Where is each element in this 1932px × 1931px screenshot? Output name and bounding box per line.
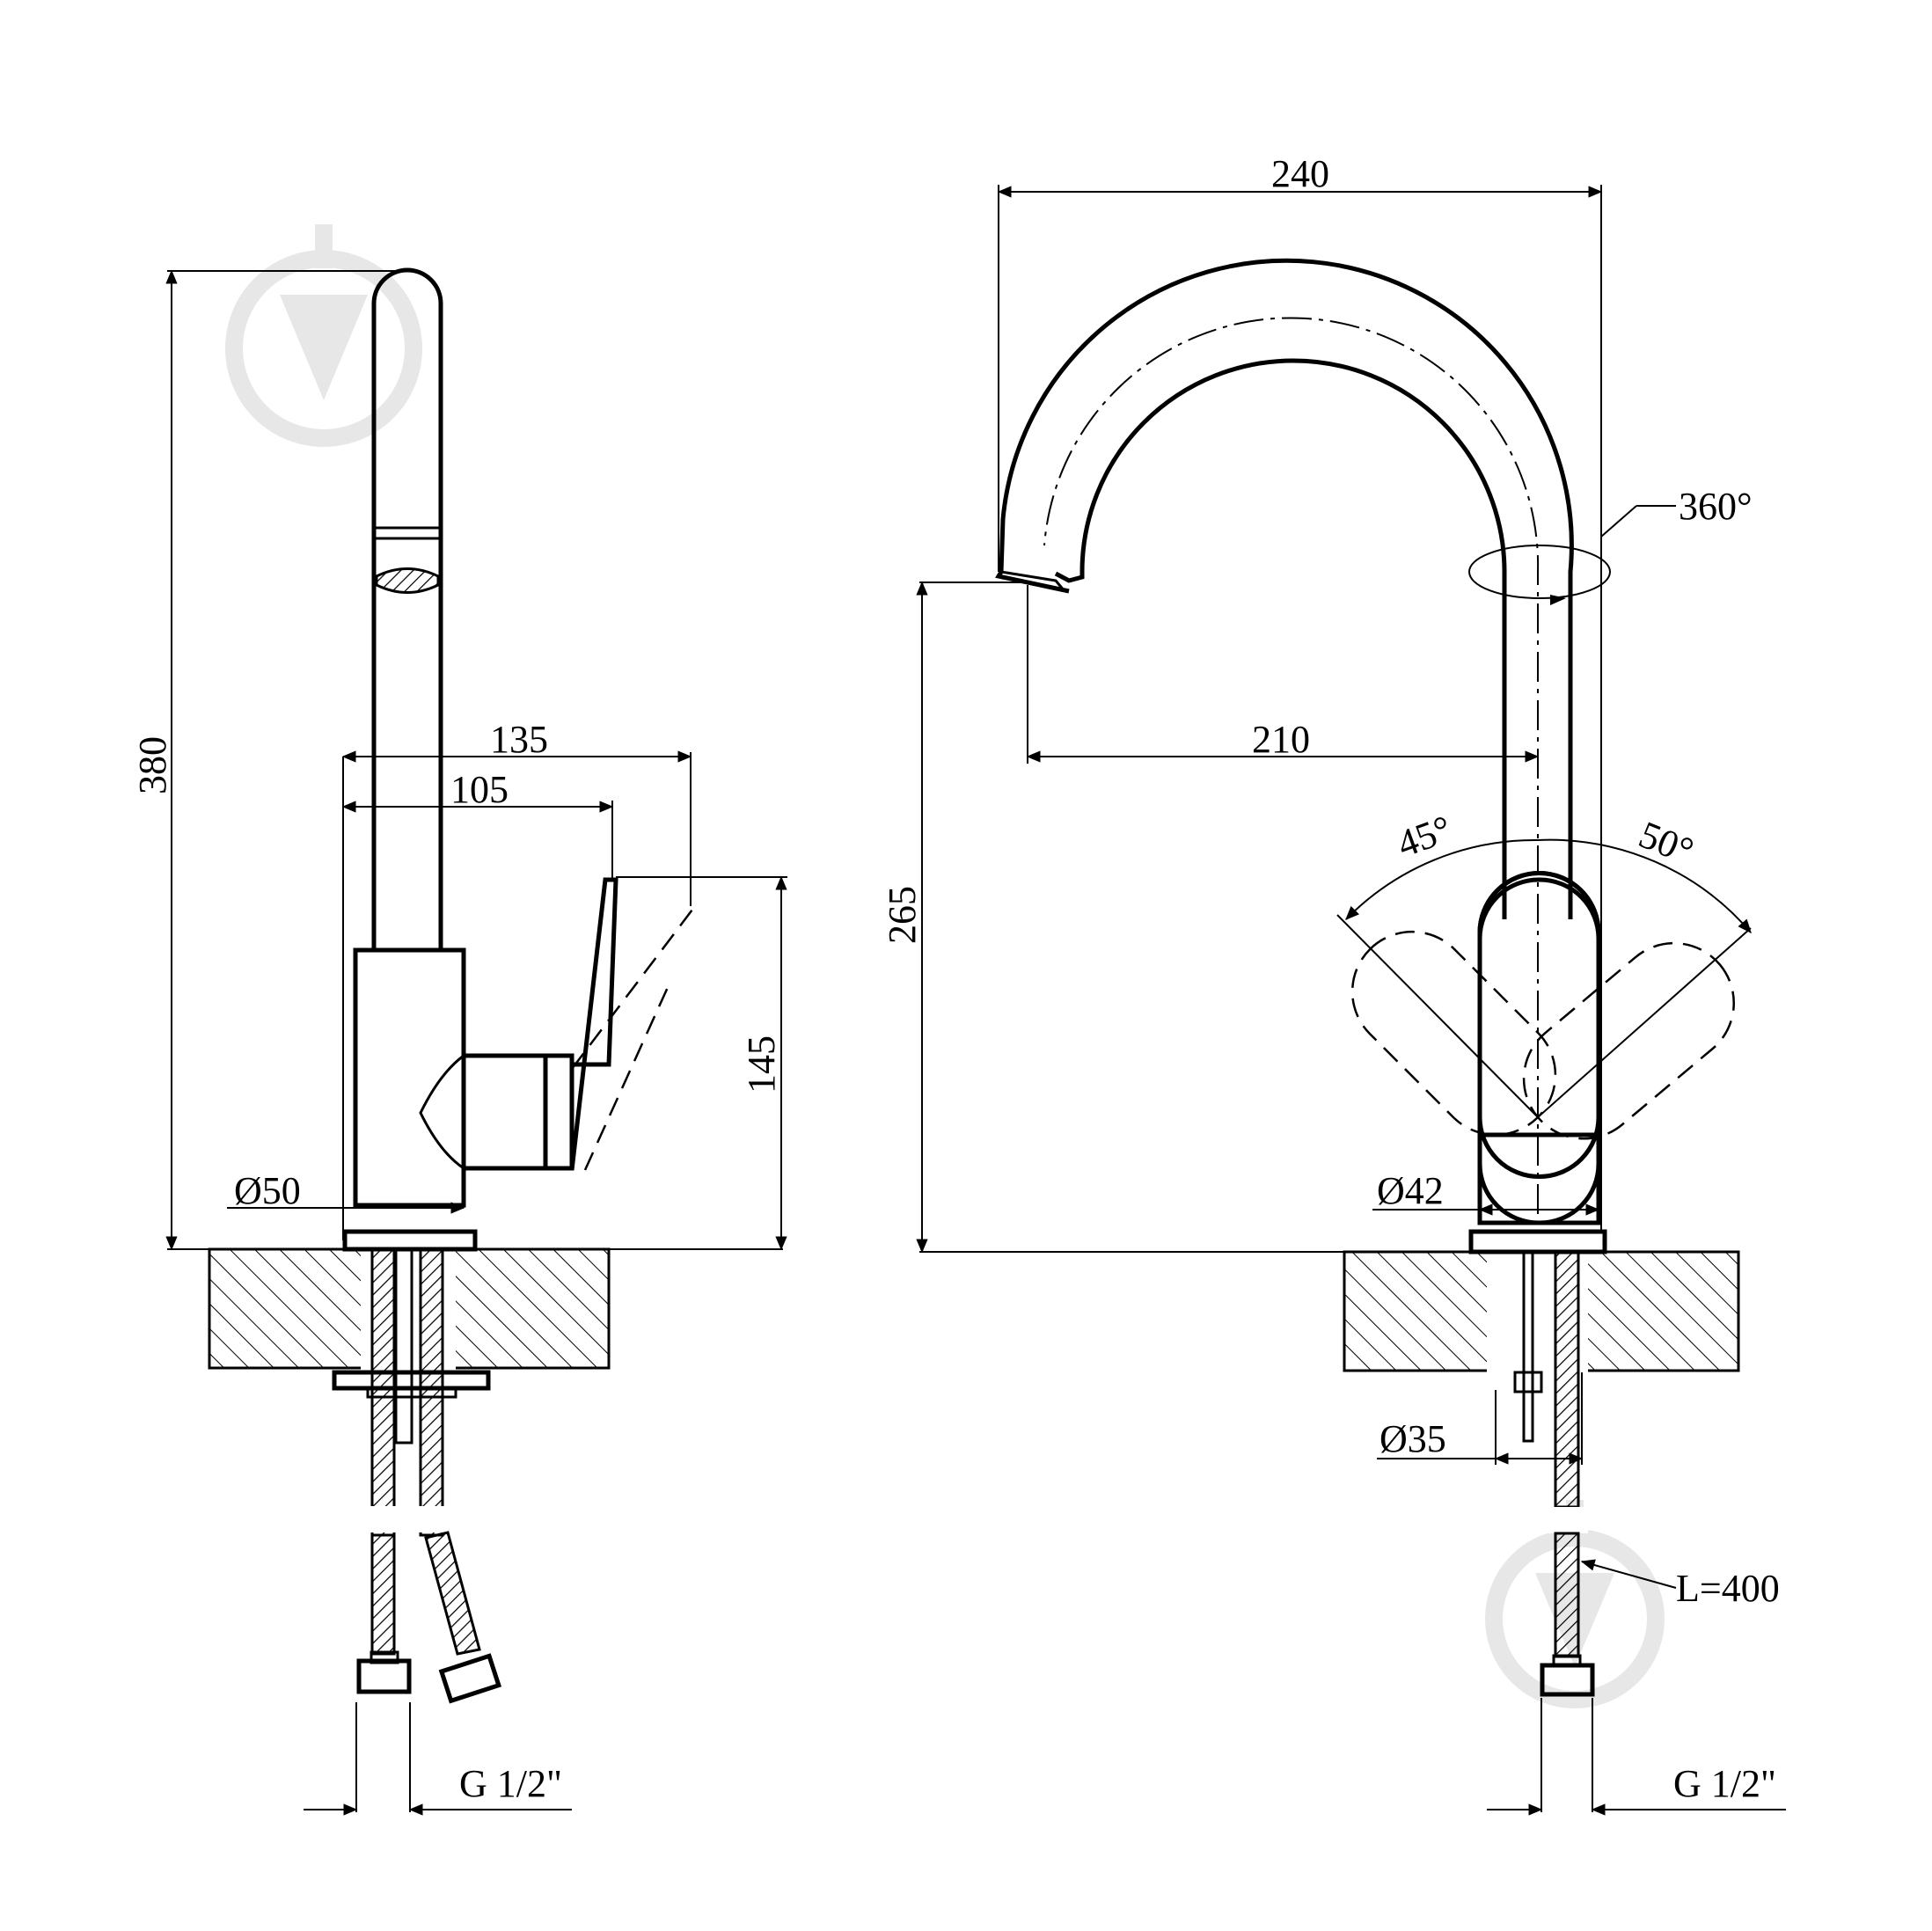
side-nut-left xyxy=(356,1658,412,1694)
side-body xyxy=(353,947,466,1208)
dim-diameter-35: Ø35 xyxy=(1379,1417,1446,1460)
dim-45: 45° xyxy=(1392,807,1458,866)
side-spout xyxy=(371,267,443,950)
dim-105: 105 xyxy=(450,768,509,811)
dim-hose-length: L=400 xyxy=(1676,1567,1780,1610)
aerator xyxy=(375,567,440,594)
dim-g12-side: G 1/2" xyxy=(459,1762,562,1805)
side-view xyxy=(167,267,783,1704)
side-nut-right xyxy=(438,1653,502,1704)
dim-diameter-50: Ø50 xyxy=(234,1169,301,1212)
dim-210: 210 xyxy=(1252,718,1310,761)
front-view xyxy=(995,258,1740,1697)
front-nut xyxy=(1540,1663,1595,1697)
dim-145: 145 xyxy=(740,1035,783,1094)
dim-diameter-42: Ø42 xyxy=(1377,1169,1444,1212)
front-spout xyxy=(1054,358,1507,919)
dim-265: 265 xyxy=(881,886,924,944)
watermark-logo-icon xyxy=(225,224,1665,1708)
side-hose-right xyxy=(419,1247,444,1537)
dim-135: 135 xyxy=(490,718,548,761)
dim-g12-front: G 1/2" xyxy=(1673,1762,1776,1805)
dim-50: 50° xyxy=(1633,813,1699,874)
dim-380: 380 xyxy=(131,736,174,794)
front-hose xyxy=(1554,1250,1580,1509)
side-dimensions: 380 135 105 145 Ø50 G 1/2" xyxy=(131,269,787,1816)
dim-240: 240 xyxy=(1271,152,1329,195)
side-hose-left xyxy=(370,1247,396,1537)
side-lever xyxy=(569,877,618,1171)
front-body xyxy=(1477,877,1601,1225)
front-dimensions: 240 210 265 360° 45° 50° Ø42 Ø35 L=400 xyxy=(881,152,1786,1816)
dim-rotation: 360° xyxy=(1679,485,1753,528)
